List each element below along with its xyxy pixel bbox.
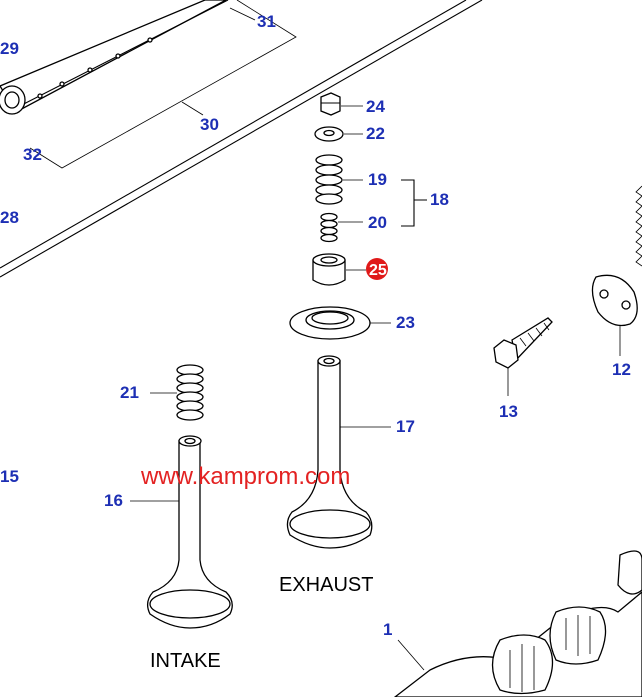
gear-edge xyxy=(635,185,642,267)
callout-32: 32 xyxy=(23,145,42,164)
spring-19 xyxy=(315,154,363,205)
exhaust-label: EXHAUST xyxy=(279,574,373,596)
stem-cap-24 xyxy=(320,92,363,116)
callout-20: 20 xyxy=(368,213,387,232)
retainer-22 xyxy=(314,126,363,142)
exhaust-valve-17 xyxy=(286,355,391,549)
bracket-18 xyxy=(401,179,427,227)
callout-25: 25 xyxy=(369,262,387,279)
callout-30: 30 xyxy=(200,115,219,134)
callout-23: 23 xyxy=(396,313,415,332)
leader-31 xyxy=(229,7,256,21)
callout-15: 15 xyxy=(0,467,19,486)
housing-outline xyxy=(0,0,483,278)
callout-19: 19 xyxy=(368,170,387,189)
callout-12: 12 xyxy=(612,360,631,379)
callout-29: 29 xyxy=(0,39,19,58)
spring-20 xyxy=(320,212,363,243)
spring-21 xyxy=(150,364,204,421)
spring-seat-23 xyxy=(289,306,391,340)
callout-31: 31 xyxy=(257,12,276,31)
callout-22: 22 xyxy=(366,124,385,143)
callout-24: 24 xyxy=(366,97,385,116)
stem-seal-25 xyxy=(312,253,366,286)
highlight-badge-25[interactable]: 25 xyxy=(366,258,388,280)
callout-28: 28 xyxy=(0,208,19,227)
callout-1: 1 xyxy=(383,620,392,639)
bolt-13 xyxy=(493,317,553,396)
callout-16: 16 xyxy=(104,491,123,510)
callout-21: 21 xyxy=(120,383,139,402)
intake-valve-16 xyxy=(130,435,233,629)
callout-17: 17 xyxy=(396,417,415,436)
callout-13: 13 xyxy=(499,402,518,421)
plate-12 xyxy=(591,274,638,356)
callout-18: 18 xyxy=(430,190,449,209)
watermark-text: www.kamprom.com xyxy=(140,463,350,490)
bracket-30 xyxy=(29,0,297,169)
camshaft-1 xyxy=(393,550,642,697)
intake-label: INTAKE xyxy=(150,650,221,672)
rocker-shaft xyxy=(0,0,229,115)
